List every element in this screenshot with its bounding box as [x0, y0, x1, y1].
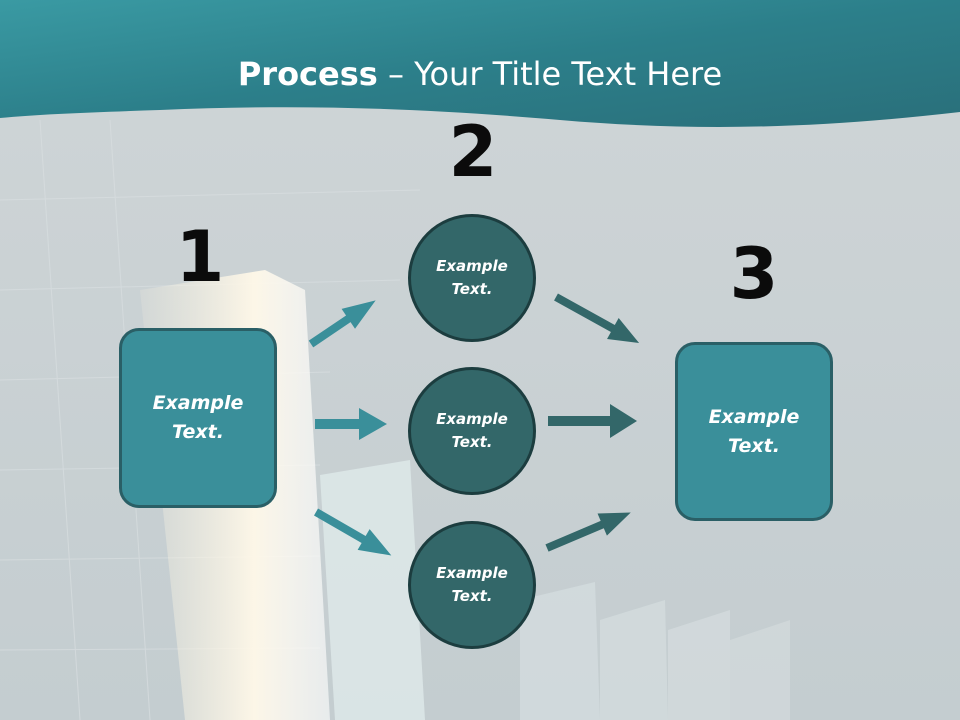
- step-3-box[interactable]: Example Text.: [675, 342, 833, 521]
- step-2-circle-top[interactable]: Example Text.: [408, 214, 536, 342]
- slide-title: Process – Your Title Text Here: [0, 54, 960, 94]
- step-1-box[interactable]: Example Text.: [119, 328, 277, 508]
- background-bar-4: [668, 610, 730, 720]
- arrow-1-to-middle: [315, 408, 387, 440]
- step-2-bottom-label: Example Text.: [436, 564, 508, 605]
- step-number-3: 3: [729, 233, 779, 315]
- arrow-middle-to-3: [548, 404, 637, 438]
- incoming-arrows: [308, 300, 392, 556]
- step-2-circle-middle[interactable]: Example Text.: [408, 367, 536, 495]
- step-2-middle-label: Example Text.: [436, 410, 508, 451]
- step-number-2: 2: [448, 111, 498, 193]
- background-bar-5: [730, 620, 790, 720]
- outgoing-arrows: [545, 293, 640, 552]
- arrow-1-to-bottom: [314, 508, 392, 556]
- arrow-bottom-to-3: [545, 512, 631, 552]
- step-1-label: Example Text.: [152, 392, 244, 443]
- title-bold: Process: [237, 55, 378, 93]
- step-2-top-label: Example Text.: [436, 257, 508, 298]
- step-2-circle-bottom[interactable]: Example Text.: [408, 521, 536, 649]
- background-bar-3: [600, 600, 668, 720]
- arrow-top-to-3: [554, 293, 640, 344]
- title-rest: – Your Title Text Here: [377, 55, 723, 93]
- arrow-1-to-top: [308, 300, 376, 348]
- header-band: [0, 0, 960, 127]
- background-bar-2: [520, 582, 600, 720]
- step-3-label: Example Text.: [708, 405, 800, 457]
- step-number-1: 1: [175, 216, 225, 298]
